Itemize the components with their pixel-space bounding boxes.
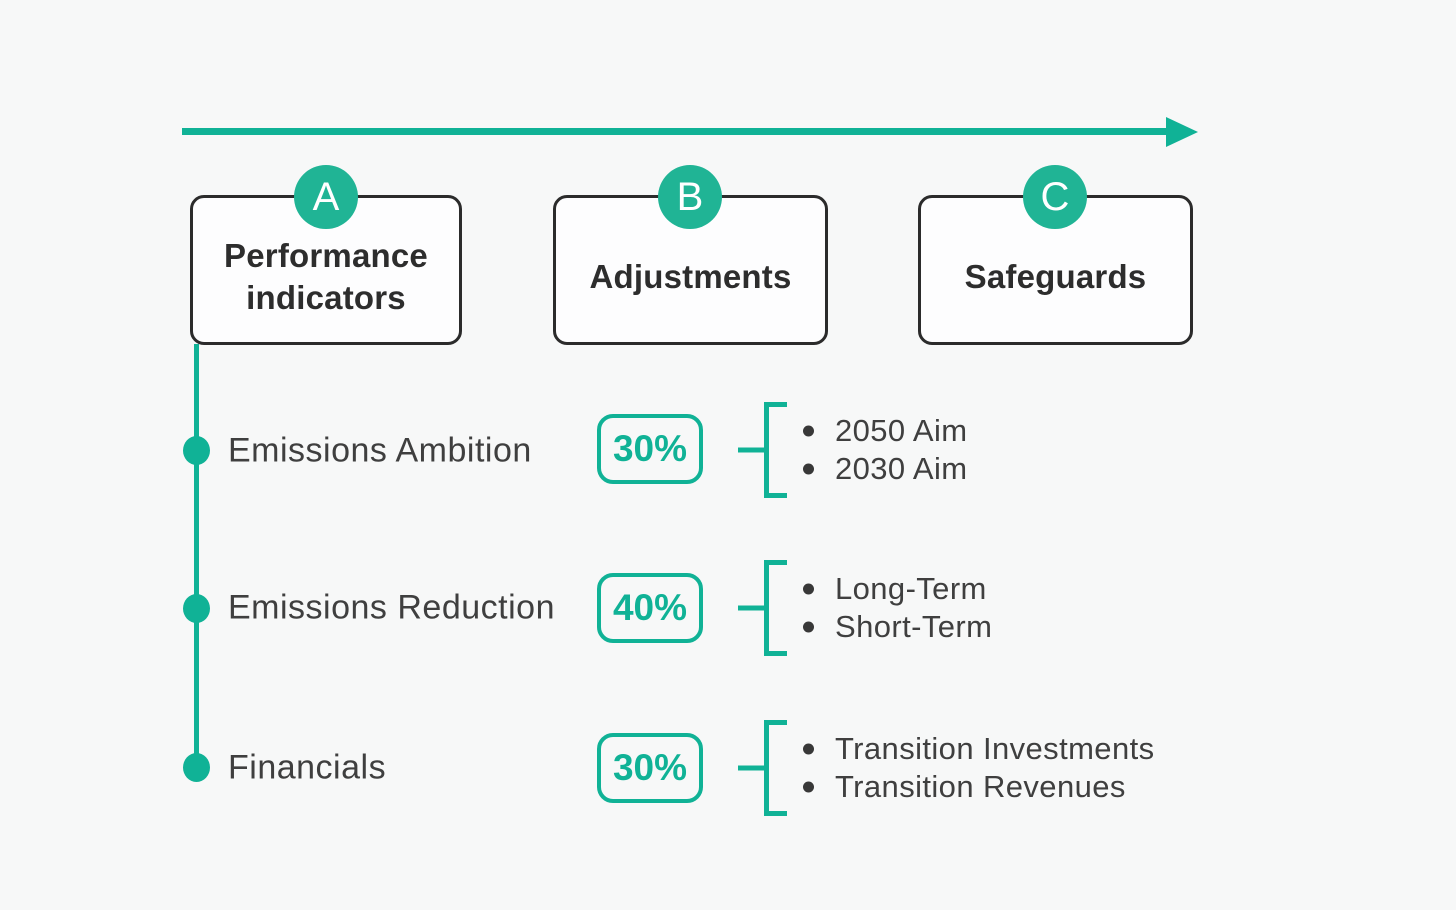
list-item: 2030 Aim [797,450,967,488]
list-item: Transition Investments [797,730,1155,768]
row-label-emissions-reduction: Emissions Reduction [228,588,555,627]
badge-a: A [294,165,358,229]
bracket-icon [738,560,787,656]
bracket-icon [738,720,787,816]
bullet-list: 2050 Aim 2030 Aim [797,412,967,488]
bracket-tick [738,765,764,771]
timeline-arrow-line [182,128,1170,135]
header-label: Performance indicators [224,237,428,316]
list-item: Long-Term [797,570,992,608]
badge-b: B [658,165,722,229]
weight-chip: 30% [597,414,703,484]
list-item: 2050 Aim [797,412,967,450]
timeline-dot [183,594,210,623]
header-label: Safeguards [964,258,1147,296]
bullet-list: Transition Investments Transition Revenu… [797,730,1155,806]
timeline-arrow-head-icon [1166,117,1198,147]
timeline-vertical-line [194,344,199,768]
row-label-financials: Financials [228,748,387,787]
bracket-icon [738,402,787,498]
weight-chip: 40% [597,573,703,643]
bullet-list: Long-Term Short-Term [797,570,992,646]
bracket-tick [738,447,764,453]
row-label-emissions-ambition: Emissions Ambition [228,431,532,470]
badge-c: C [1023,165,1087,229]
bracket-tick [738,605,764,611]
timeline-dot [183,753,210,782]
timeline-dot [183,436,210,465]
weight-chip: 30% [597,733,703,803]
header-label: Adjustments [589,258,792,296]
list-item: Transition Revenues [797,768,1155,806]
list-item: Short-Term [797,608,992,646]
